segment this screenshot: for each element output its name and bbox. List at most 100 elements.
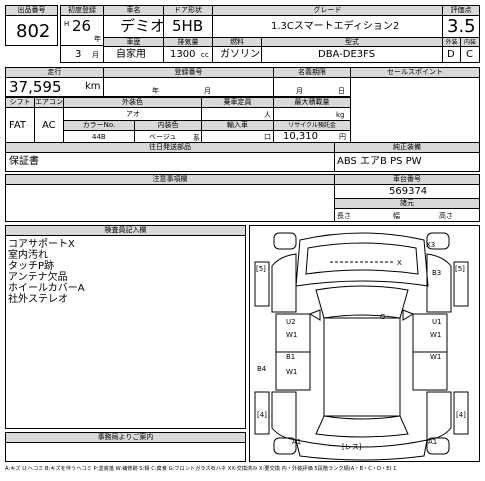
mark-b4: B4 xyxy=(257,365,267,373)
mark-4-left: [4] xyxy=(257,411,267,419)
reg-valid-box: 年 月 xyxy=(103,77,274,97)
reg-month: 3 xyxy=(75,49,82,60)
legend: A:キズ U:ヘコミ B:キズを伴うヘコミ P:塗装落 W:補修跡 S:錆 C:… xyxy=(5,466,397,472)
recycle-unit: 円 xyxy=(339,133,346,141)
car-name: デミオ xyxy=(120,17,166,35)
transfer-month: 月 xyxy=(296,87,303,95)
shift: FAT xyxy=(9,120,27,131)
color: アオ xyxy=(126,110,140,118)
mark-5-left: [5] xyxy=(256,265,266,273)
mark-b3: B3 xyxy=(432,269,442,277)
car-diagram xyxy=(254,232,469,461)
inspector-line: ホイールカバーA xyxy=(8,283,85,294)
mark-w1-rr: W1 xyxy=(430,353,442,361)
inspector-line: 室内汚れ xyxy=(8,250,48,261)
shift-box: FAT xyxy=(5,107,35,143)
ac: AC xyxy=(42,120,56,131)
mark-w1-rf: W1 xyxy=(430,331,442,339)
reg-year-unit: 年 xyxy=(94,35,101,43)
color-no: 44B xyxy=(92,133,106,141)
reg-box: H 26 年 xyxy=(60,15,104,46)
mark-w1-lf: W1 xyxy=(286,331,298,339)
model-box: DBA-DE3FS xyxy=(261,46,443,63)
mark-5-right: [5] xyxy=(455,265,465,273)
inspector-line: 社外ステレオ xyxy=(8,294,68,305)
int-box: C xyxy=(460,46,480,63)
inspector-line: コアサポートX xyxy=(8,239,75,250)
office-box xyxy=(5,442,246,462)
tire-front-right xyxy=(426,232,450,250)
usage-box: 自家用 xyxy=(103,46,164,63)
ext-grade: D xyxy=(447,49,455,60)
recycle: 10,310 xyxy=(283,131,318,142)
tire-rear-right xyxy=(426,437,450,455)
notes-box xyxy=(5,184,335,222)
lot-number: 802 xyxy=(16,21,51,42)
grade: 1.3Cスマートエディション2 xyxy=(271,21,400,32)
mileage-box: 37,595 km xyxy=(5,77,104,97)
right-mirror xyxy=(402,309,415,321)
mark-g: G xyxy=(380,313,386,321)
mark-u1: U1 xyxy=(432,318,442,326)
hood-outline xyxy=(305,242,419,275)
left-rear-door xyxy=(275,351,311,391)
front-bumper-outline xyxy=(295,232,429,287)
grade-box: 1.3Cスマートエディション2 xyxy=(212,15,443,38)
right-front-fender-box xyxy=(453,261,469,307)
inspector-box: コアサポートX 室内汚れ タッチP跡 アンテナ欠品 ホイールカバーA 社外ステレ… xyxy=(5,235,246,429)
tire-front-left xyxy=(273,232,297,250)
rear-bumper xyxy=(295,439,428,461)
right-rear-fender xyxy=(426,391,452,441)
reg-month-unit: 月 xyxy=(92,51,99,59)
name-box: デミオ xyxy=(103,15,166,38)
right-rear-door xyxy=(412,351,448,391)
mark-x3: X3 xyxy=(426,241,436,249)
fuel: ガソリン xyxy=(220,49,260,60)
door-type: 5HB xyxy=(172,17,204,35)
load-unit: kg xyxy=(336,111,345,119)
left-front-fender-box xyxy=(254,261,270,307)
reg-era: H xyxy=(64,20,70,28)
spec-width: 幅 xyxy=(393,212,400,220)
reg-year: 26 xyxy=(72,17,92,35)
left-rear-fender xyxy=(271,391,297,441)
roof xyxy=(323,317,401,417)
left-front-fender xyxy=(271,253,297,313)
book: 保証書 xyxy=(9,156,39,167)
cc: 1300 xyxy=(170,49,196,60)
chassis-box: 569374 xyxy=(334,184,480,199)
mark-u2: U2 xyxy=(286,318,296,326)
capacity-unit: 人 xyxy=(264,111,271,119)
mark-4-right: [4] xyxy=(456,411,466,419)
int-color: ベージュ xyxy=(149,133,177,141)
cc-unit: cc xyxy=(201,51,209,59)
mark-w1-lr: W1 xyxy=(286,368,298,376)
mark-a1-left: A1 xyxy=(292,438,302,446)
right-front-fender xyxy=(426,253,452,313)
ac-box: AC xyxy=(34,107,64,143)
load-box: kg xyxy=(273,107,351,121)
rear-window xyxy=(315,415,409,438)
right-rear-fender-box xyxy=(453,391,469,435)
reg-valid-month: 月 xyxy=(204,87,211,95)
windshield xyxy=(315,285,409,319)
accessories-box: 保証書 xyxy=(5,152,335,172)
inspector-line: アンテナ欠品 xyxy=(8,272,68,283)
mileage: 37,595 xyxy=(9,78,62,96)
mark-x: X xyxy=(397,259,402,267)
cc-box: 1300 cc xyxy=(163,46,213,63)
fuel-box: ガソリン xyxy=(212,46,262,63)
mark-a1-right: A1 xyxy=(428,438,438,446)
tire-rear-left xyxy=(273,437,297,455)
spec-length: 長さ xyxy=(337,212,351,220)
color-box: アオ xyxy=(63,107,202,121)
lot-box: 802 xyxy=(5,15,58,46)
score: 3.5 xyxy=(447,16,476,37)
spec-box: 長さ 幅 高さ xyxy=(334,208,480,222)
int-color-suffix: 系 xyxy=(193,134,200,142)
int-grade: C xyxy=(466,49,473,60)
door-box: 5HB xyxy=(163,15,213,38)
spec-height: 高さ xyxy=(439,212,453,220)
transfer-box: 月 日 xyxy=(273,77,351,97)
